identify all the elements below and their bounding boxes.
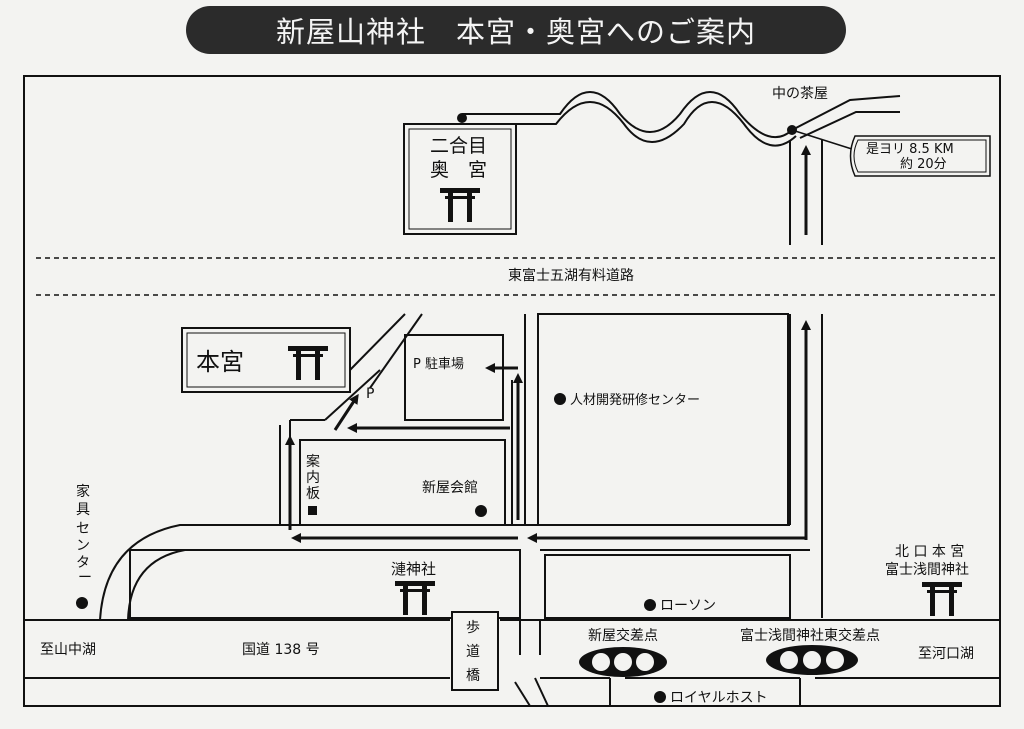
royal-host-label: ロイヤルホスト bbox=[670, 690, 768, 706]
jinzai-block bbox=[537, 313, 789, 526]
parking-block bbox=[404, 334, 504, 421]
okumiya-line2: 奥 宮 bbox=[430, 159, 487, 181]
annai-label-1: 案 bbox=[306, 453, 320, 470]
kagu-char-4: ン bbox=[76, 538, 90, 554]
kaikan-point bbox=[475, 505, 487, 517]
parking-p-label: P bbox=[366, 386, 374, 402]
kagu-char-3: セ bbox=[76, 521, 90, 537]
distance-line2: 約 20分 bbox=[900, 157, 947, 172]
map-frame bbox=[23, 75, 1001, 707]
royal-host-point bbox=[654, 691, 666, 703]
hodokyo-char-2: 道 bbox=[466, 644, 480, 660]
okumiya-point bbox=[457, 113, 467, 123]
okumiya-box: 二合目 奥 宮 bbox=[403, 123, 517, 235]
ren-jinja-label: 漣神社 bbox=[391, 560, 436, 578]
route-138-label: 国道 138 号 bbox=[242, 642, 320, 658]
map-title: 新屋山神社 本宮・奥宮へのご案内 bbox=[186, 6, 846, 54]
distance-callout: 是ヨリ 8.5 KM 約 20分 bbox=[849, 135, 991, 177]
distance-line1: 是ヨリ 8.5 KM bbox=[866, 142, 954, 157]
sengen-crossing-label: 富士浅間神社東交差点 bbox=[740, 627, 880, 644]
hodokyo-char-1: 歩 bbox=[466, 620, 480, 636]
ren-jinja-torii-icon bbox=[395, 581, 435, 615]
annai-label-3: 板 bbox=[306, 486, 320, 502]
expressway-label: 東富士五湖有料道路 bbox=[508, 267, 634, 284]
sengen-traffic-signal-icon bbox=[766, 645, 858, 675]
annai-board-marker bbox=[308, 506, 317, 515]
kitaguchi-torii-icon bbox=[922, 582, 962, 616]
hodokyo-box bbox=[451, 611, 499, 691]
kagu-char-6: ー bbox=[78, 570, 92, 586]
kagu-char-1: 家 bbox=[76, 483, 90, 500]
jinzai-label: 人材開発研修センター bbox=[570, 393, 700, 408]
arrow-up-to-hongu bbox=[333, 393, 359, 431]
hodokyo-char-3: 橋 bbox=[466, 668, 480, 684]
lawson-label: ローソン bbox=[660, 598, 716, 614]
kagu-char-5: タ bbox=[76, 555, 90, 571]
okumiya-line1: 二合目 bbox=[430, 135, 487, 157]
araya-crossing-label: 新屋交差点 bbox=[588, 627, 658, 644]
annai-label-2: 内 bbox=[306, 470, 320, 486]
to-kawaguchi-label: 至河口湖 bbox=[918, 646, 974, 662]
kagu-point bbox=[76, 597, 88, 609]
hongu-box: 本宮 bbox=[181, 327, 351, 393]
lawson-point bbox=[644, 599, 656, 611]
mountain-road bbox=[462, 91, 793, 139]
kaikan-label: 新屋会館 bbox=[422, 479, 478, 496]
parking-label: P 駐車場 bbox=[413, 357, 464, 372]
kitaguchi-line2: 富士浅間神社 bbox=[885, 561, 969, 578]
lawson-block bbox=[544, 554, 791, 619]
to-yamanaka-label: 至山中湖 bbox=[40, 642, 96, 658]
jinzai-point bbox=[554, 393, 566, 405]
araya-traffic-signal-icon bbox=[579, 647, 667, 677]
hongu-label: 本宮 bbox=[196, 348, 244, 376]
naka-chaya-label: 中の茶屋 bbox=[772, 86, 828, 102]
kagu-char-2: 具 bbox=[76, 502, 90, 518]
kitaguchi-line1: 北 口 本 宮 bbox=[895, 544, 964, 560]
ren-jinja-block bbox=[129, 549, 521, 619]
